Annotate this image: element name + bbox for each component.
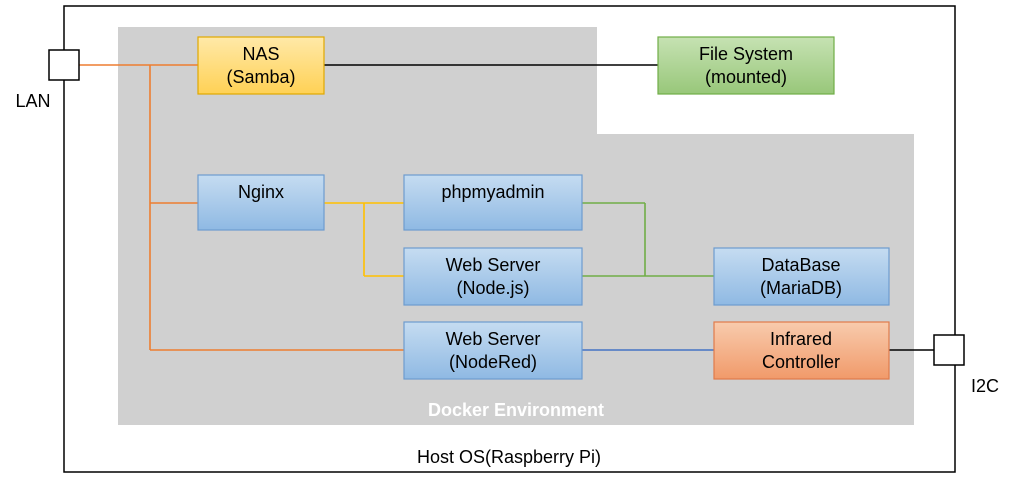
webserver-nodejs-sublabel: (Node.js): [456, 278, 529, 298]
node-filesystem: File System (mounted): [657, 36, 835, 95]
node-phpmyadmin: phpmyadmin: [403, 174, 583, 231]
node-database: DataBase (MariaDB): [713, 247, 890, 306]
i2c-label: I2C: [971, 376, 999, 396]
i2c-port: [933, 334, 965, 366]
phpmyadmin-label: phpmyadmin: [441, 182, 544, 202]
node-nginx: Nginx: [197, 174, 325, 231]
filesystem-sublabel: (mounted): [705, 67, 787, 87]
database-sublabel: (MariaDB): [760, 278, 842, 298]
webserver-nodejs-label: Web Server: [446, 255, 541, 275]
node-infrared-controller: Infrared Controller: [713, 321, 890, 380]
database-label: DataBase: [761, 255, 840, 275]
lan-label: LAN: [15, 91, 50, 111]
lan-port: [48, 49, 80, 81]
node-nas: NAS (Samba): [197, 36, 325, 95]
infrared-sublabel: Controller: [762, 352, 840, 372]
docker-environment-label: Docker Environment: [428, 400, 604, 420]
host-os-label: Host OS(Raspberry Pi): [417, 447, 601, 467]
nas-sublabel: (Samba): [226, 67, 295, 87]
node-webserver-nodered: Web Server (NodeRed): [403, 321, 583, 380]
infrared-label: Infrared: [770, 329, 832, 349]
node-webserver-nodejs: Web Server (Node.js): [403, 247, 583, 306]
webserver-nodered-sublabel: (NodeRed): [449, 352, 537, 372]
nginx-label: Nginx: [238, 182, 284, 202]
nas-label: NAS: [242, 44, 279, 64]
webserver-nodered-label: Web Server: [446, 329, 541, 349]
connectors: [79, 64, 934, 351]
filesystem-label: File System: [699, 44, 793, 64]
